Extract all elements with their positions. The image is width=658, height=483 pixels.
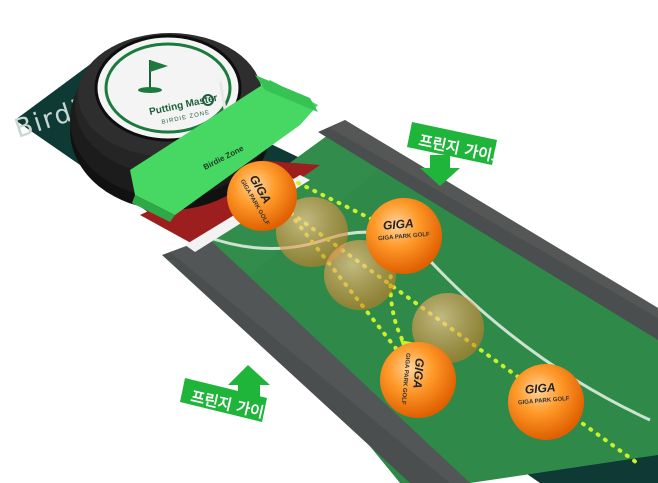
ball-brand: GIGA (524, 380, 556, 397)
ball-sub: GIGA PARK GOLF (378, 232, 430, 243)
ball-sub: GIGA PARK GOLF (400, 353, 411, 405)
fringe-guide-callout-bottom: 프린지 가이드 (180, 365, 279, 425)
ball: GIGA GIGA PARK GOLF (366, 198, 442, 274)
ball: GIGA GIGA PARK GOLF (227, 161, 297, 231)
arrow-up-icon (228, 365, 270, 398)
device-green-bracket (130, 80, 318, 215)
callout-bubble (180, 378, 267, 422)
fringe-guide-right (318, 120, 658, 340)
ball: GIGA GIGA PARK GOLF (508, 364, 584, 440)
fringe-guide-callout-top: 프린지 가이드 (407, 122, 507, 186)
arrow-down-icon (420, 155, 460, 186)
putting-device: Putting Master BIRDIE ZONE Birdie Zone (70, 33, 318, 222)
ball: GIGA GIGA PARK GOLF (380, 342, 456, 418)
ball-sub: GIGA PARK GOLF (518, 396, 570, 407)
golf-flag-icon (138, 60, 168, 93)
ball-brand: GIGA (382, 216, 414, 233)
device-dial (94, 34, 242, 142)
ghost-ball (276, 197, 348, 267)
ball-brand: GIGA (410, 357, 427, 389)
device-indicator-icon (202, 94, 214, 106)
callout-bubble (407, 122, 497, 165)
